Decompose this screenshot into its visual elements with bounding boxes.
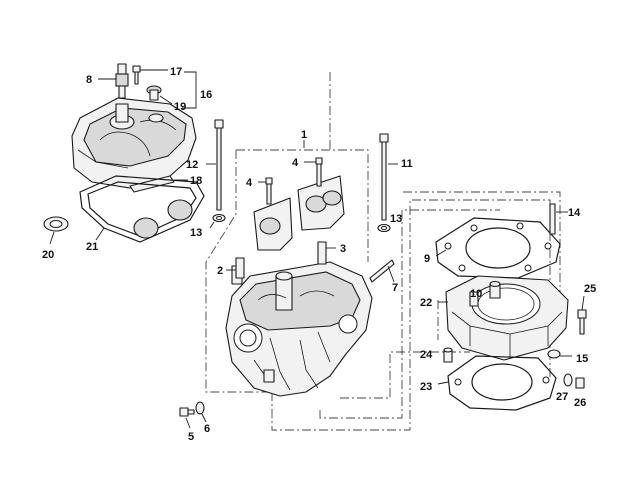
- callout-4-lower: 4: [246, 177, 253, 189]
- callout-14: 14: [568, 207, 581, 219]
- callout-20: 20: [42, 249, 54, 261]
- callout-15: 15: [576, 353, 588, 365]
- valve-cover: [71, 97, 197, 189]
- callout-18: 18: [190, 175, 202, 187]
- callout-16: 16: [200, 89, 212, 101]
- cylinder-stud: [549, 203, 568, 235]
- dowel-pin: [226, 257, 245, 279]
- drain-bolt: [179, 407, 195, 429]
- callout-5: 5: [188, 431, 194, 443]
- cam-chain-stud: [369, 259, 395, 283]
- callout-4-upper: 4: [292, 157, 299, 169]
- camshaft-holder-assembly: [253, 140, 345, 251]
- guide-pipe: [317, 241, 336, 265]
- callout-9: 9: [424, 253, 430, 265]
- callout-3: 3: [340, 243, 346, 255]
- callout-17: 17: [170, 66, 182, 78]
- oil-check-bolt: [575, 377, 585, 389]
- sealing-washer: [195, 401, 207, 423]
- cylinder-side-bolt: [577, 295, 587, 335]
- callout-23: 23: [420, 381, 432, 393]
- callout-21: 21: [86, 241, 98, 253]
- long-stud-bolt-left: [206, 119, 224, 211]
- grommet: [146, 85, 173, 105]
- cover-bolt: [132, 65, 197, 109]
- cylinder-base-gasket: [437, 355, 557, 411]
- assembly-guide-lines: [205, 72, 561, 431]
- callout-19: 19: [174, 101, 186, 113]
- oil-check-washer: [563, 373, 573, 387]
- base-dowel-pin: [443, 347, 453, 363]
- spark-plug: [98, 63, 129, 99]
- callout-25: 25: [584, 283, 596, 295]
- callout-26: 26: [574, 397, 586, 409]
- callout-8: 8: [86, 74, 92, 86]
- cylinder-head: [225, 261, 373, 397]
- callout-24: 24: [420, 349, 433, 361]
- callout-13-right: 13: [390, 213, 402, 225]
- long-stud-bolt-right: [379, 133, 398, 221]
- callout-22: 22: [420, 297, 432, 309]
- cylinder-dowel: [489, 280, 501, 299]
- washer-left: [209, 213, 226, 229]
- valve-cover-gasket: [79, 175, 205, 243]
- callout-11: 11: [401, 158, 413, 170]
- callout-6: 6: [204, 423, 210, 435]
- cylinder-nut: [547, 349, 572, 359]
- cylinder-block: [438, 275, 569, 361]
- oil-seal-ring: [43, 216, 69, 245]
- callout-1: 1: [301, 129, 307, 141]
- callout-10: 10: [470, 288, 482, 300]
- callout-27: 27: [556, 391, 568, 403]
- callout-2: 2: [217, 265, 223, 277]
- cylinder-head-gasket: [435, 217, 561, 279]
- washer-right: [377, 223, 391, 233]
- callout-labels: 1 2 3 4 4 5 6 7 8 9 10 11 12 13 13 14 15…: [42, 66, 596, 443]
- callout-12: 12: [186, 159, 198, 171]
- callout-13-left: 13: [190, 227, 202, 239]
- callout-7: 7: [392, 282, 398, 294]
